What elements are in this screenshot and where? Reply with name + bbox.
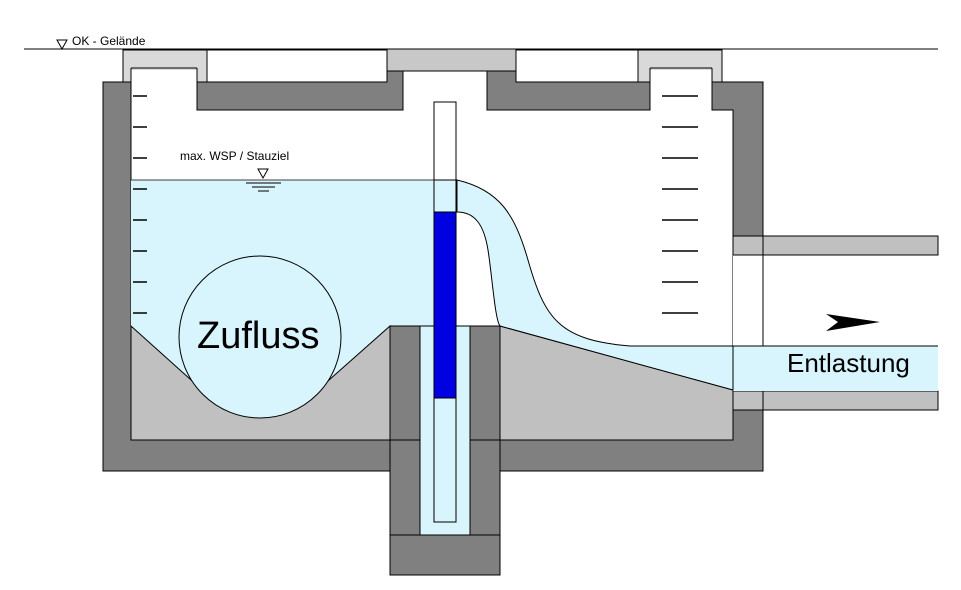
gate-tube	[433, 101, 457, 523]
flow-arrow-icon	[826, 314, 880, 331]
inflow-label: Zufluss	[197, 315, 319, 357]
water-level-icon	[246, 168, 281, 192]
ground-marker-icon	[56, 39, 68, 51]
ground-level-label: OK - Gelände	[72, 34, 146, 48]
staff-gauge-left	[133, 95, 147, 314]
gate-plate	[433, 211, 457, 399]
water-level-label: max. WSP / Stauziel	[180, 149, 289, 163]
outlet-pipe	[732, 235, 939, 411]
overflow-label: Entlastung	[787, 348, 910, 378]
staff-gauge-right	[662, 95, 698, 314]
overflow-jet	[456, 179, 734, 391]
inflow-pipe	[178, 255, 342, 419]
